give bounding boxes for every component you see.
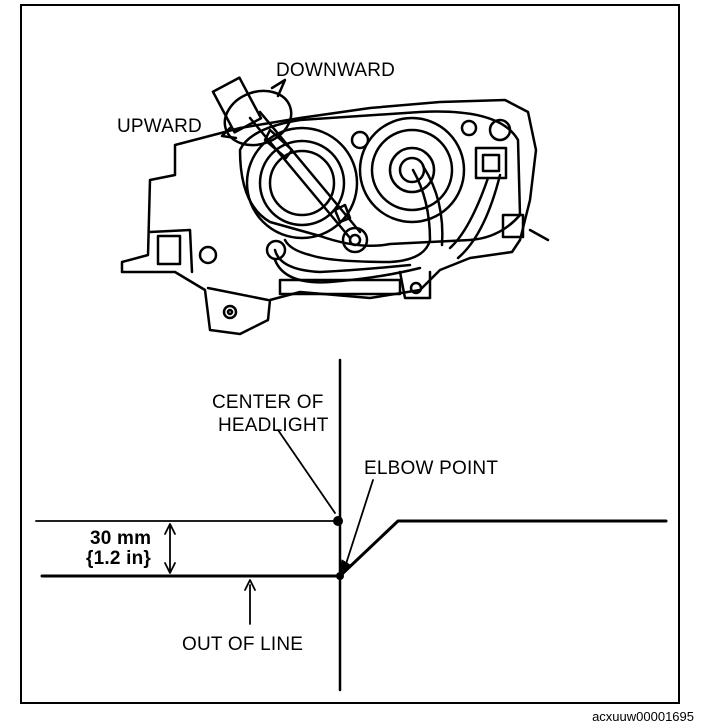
out-of-line-label: OUT OF LINE	[182, 634, 304, 655]
downward-label: DOWNWARD	[276, 60, 396, 81]
high-beam-lamp	[358, 116, 466, 224]
reflector-housing	[238, 110, 522, 248]
center-label-line1: CENTER OF	[212, 392, 324, 413]
upward-label: UPWARD	[117, 116, 202, 137]
distance-label-line2: {1.2 in}	[86, 548, 151, 569]
elbow-point-label: ELBOW POINT	[364, 458, 499, 479]
aiming-chart	[35, 358, 668, 692]
figure-frame	[20, 4, 680, 704]
adjusting-screwdriver	[211, 76, 369, 254]
figure-code: acxuuw00001695	[592, 709, 694, 724]
elbow-leader-line	[344, 479, 374, 568]
low-beam-lamp	[245, 126, 359, 240]
wiring-harness	[283, 168, 432, 264]
center-leader-line	[277, 429, 336, 514]
distance-label-line1: 30 mm	[90, 528, 152, 549]
cutoff-line-high	[338, 519, 668, 578]
rotation-arrow-icon	[220, 78, 293, 147]
center-point	[333, 516, 343, 526]
elbow-point	[336, 572, 344, 580]
bulb-socket	[474, 146, 508, 180]
center-label-line2: HEADLIGHT	[218, 415, 329, 436]
